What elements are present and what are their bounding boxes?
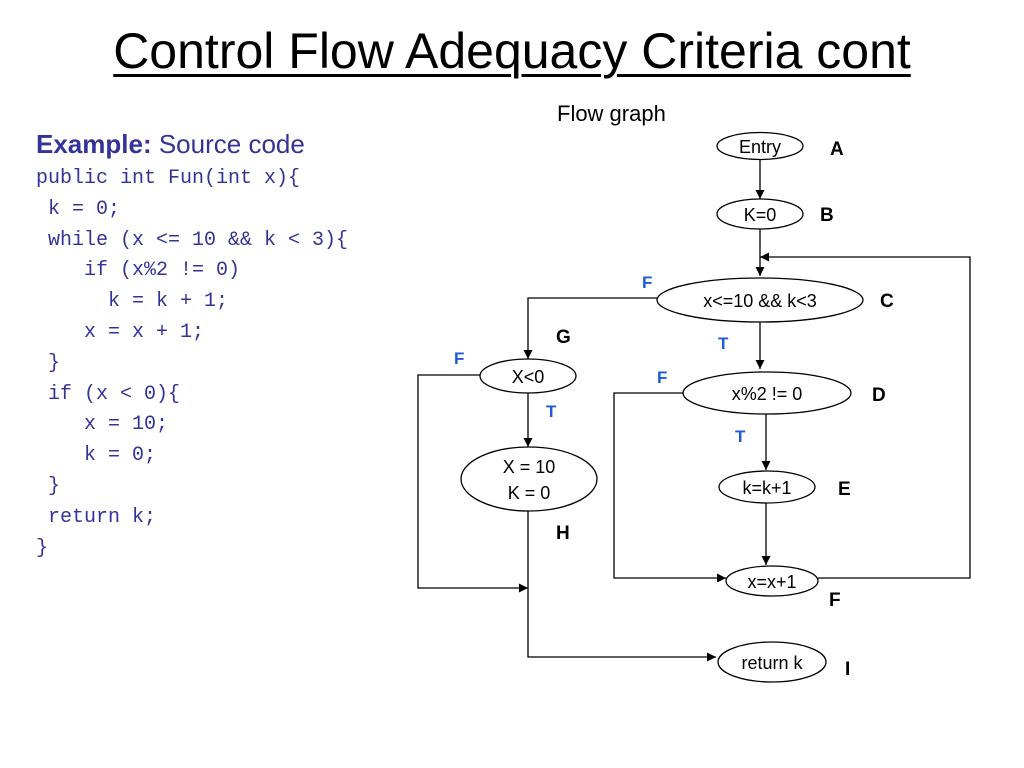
code-line: k = k + 1; (36, 290, 229, 314)
branch-label-c-true: T (718, 334, 729, 353)
code-line: public int Fun(int x){ (36, 167, 301, 190)
node-h-letter: H (556, 523, 570, 544)
node-g-label: X<0 (512, 367, 545, 387)
node-f-increment-x: x=x+1 F (725, 565, 841, 611)
node-h-shape (460, 446, 598, 512)
node-e-shape (718, 470, 816, 504)
node-a-letter: A (830, 139, 844, 160)
flow-graph-caption: Flow graph (557, 101, 666, 126)
node-c-shape (656, 277, 864, 323)
code-line: } (36, 474, 61, 498)
node-c-letter: C (880, 291, 894, 312)
node-c-loop-condition: x<=10 && k<3 C (656, 277, 894, 323)
node-f-label: x=x+1 (747, 572, 796, 592)
flow-graph-edges (417, 159, 971, 662)
node-i-return: return k I (717, 641, 850, 683)
node-a-entry: Entry A (716, 131, 844, 161)
node-h-label-line1: X = 10 (503, 457, 556, 477)
edge-h-i (527, 511, 716, 662)
node-i-shape (717, 641, 827, 683)
node-d-odd-check: x%2 != 0 D (682, 371, 886, 415)
node-e-label: k=k+1 (742, 478, 791, 498)
node-i-letter: I (845, 659, 850, 680)
code-line: } (36, 351, 61, 375)
node-h-label-line2: K = 0 (508, 483, 551, 503)
code-line: k = 0; (36, 197, 121, 221)
branch-label-d-true: T (735, 427, 746, 446)
node-a-label: Entry (739, 137, 781, 157)
code-line: x = x + 1; (36, 320, 205, 344)
slide-title-text: Control Flow Adequacy Criteria cont (113, 23, 911, 79)
code-line: k = 0; (36, 444, 157, 468)
branch-label-c-false: F (642, 273, 652, 292)
branch-label-g-true: T (546, 402, 557, 421)
code-line: x = 10; (36, 413, 169, 437)
branch-labels: F T F T F T (454, 273, 746, 446)
example-label: Example: (36, 129, 152, 159)
node-b-shape (716, 198, 804, 230)
code-line: if (x < 0){ (36, 382, 181, 406)
node-f-letter: F (829, 590, 841, 611)
node-e-letter: E (838, 479, 851, 500)
branch-label-g-false: F (454, 349, 464, 368)
node-h-reset: X = 10 K = 0 H (460, 446, 598, 544)
example-heading: Example: Source code (36, 129, 305, 160)
source-code-block: public int Fun(int x){ k = 0; while (x <… (36, 164, 348, 564)
edge-f-c-loop (760, 252, 971, 579)
node-e-increment-k: k=k+1 E (718, 470, 851, 504)
source-code-label: Source code (158, 129, 305, 159)
edge-d-f-false (613, 392, 726, 583)
edge-c-g-false (523, 297, 657, 359)
node-f-shape (725, 565, 819, 597)
node-d-label: x%2 != 0 (732, 384, 803, 404)
node-i-label: return k (741, 653, 803, 673)
node-d-shape (682, 371, 852, 415)
slide-title: Control Flow Adequacy Criteria cont (0, 22, 1024, 80)
code-line: return k; (36, 505, 157, 529)
edge-g-i-false (417, 374, 528, 593)
code-line: while (x <= 10 && k < 3){ (36, 228, 349, 252)
node-b-letter: B (820, 205, 834, 226)
node-g-shape (479, 358, 577, 394)
node-b-label: K=0 (744, 205, 777, 225)
node-g-letter: G (556, 327, 571, 348)
code-line: } (36, 536, 49, 560)
node-a-shape (716, 131, 804, 161)
node-d-letter: D (872, 385, 886, 406)
node-b-init: K=0 B (716, 198, 834, 230)
node-g-negative-check: X<0 G (479, 327, 577, 394)
branch-label-d-false: F (657, 368, 667, 387)
node-c-label: x<=10 && k<3 (703, 291, 817, 311)
code-line: if (x%2 != 0) (36, 259, 241, 283)
